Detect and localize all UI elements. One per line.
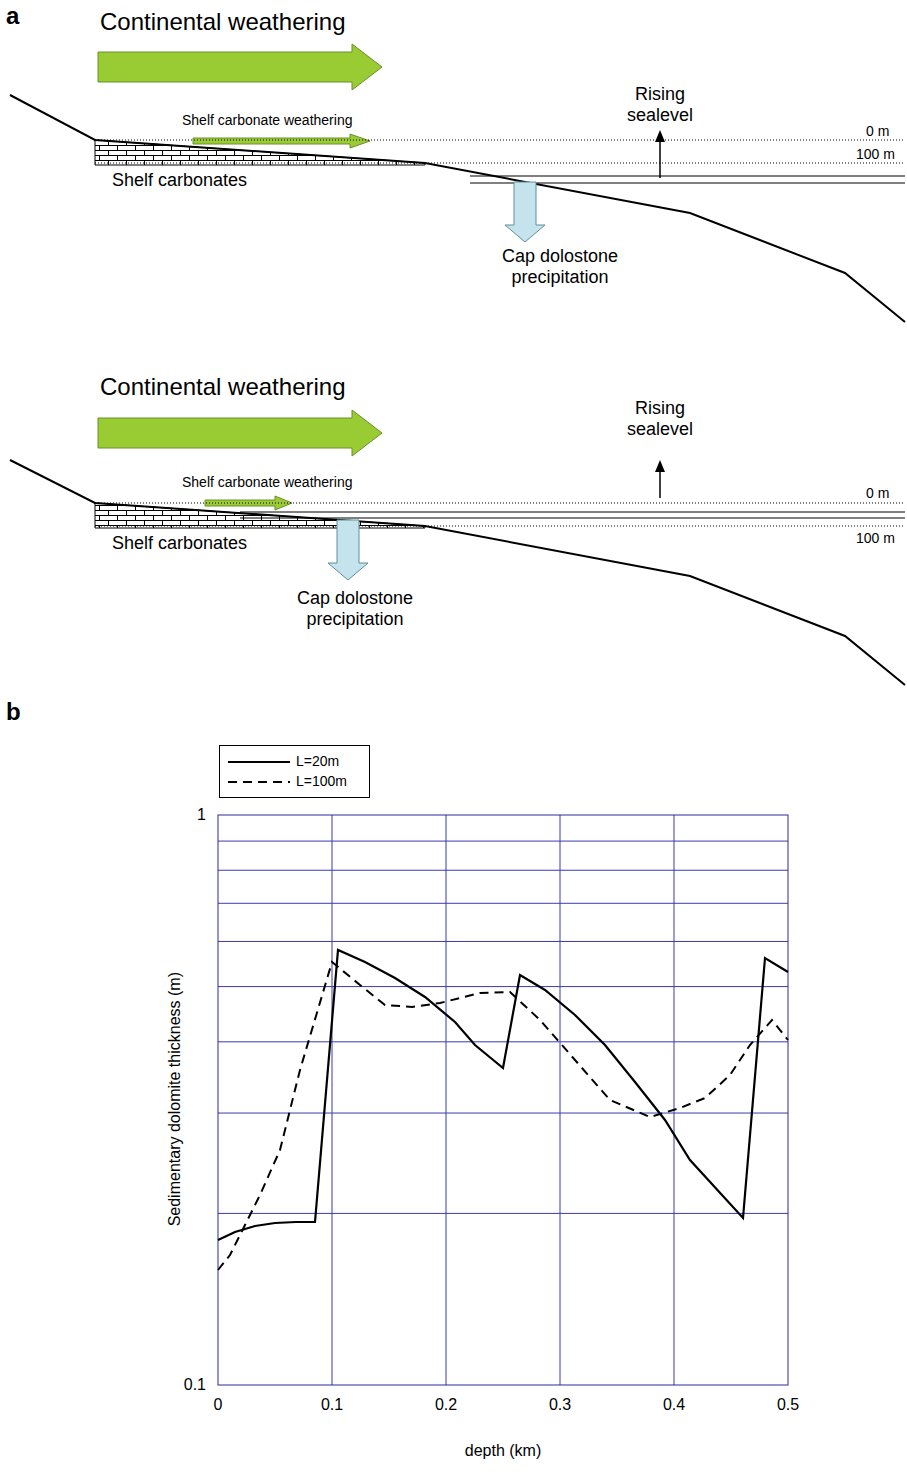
grid-line: [560, 815, 561, 1385]
grid-line: [218, 903, 788, 904]
unit-label: Shelf carbonates: [112, 170, 312, 191]
rising-arrow: [659, 140, 661, 178]
slope-profile: [10, 460, 905, 685]
sea-level-line: [240, 518, 905, 519]
tick-label: 0.5: [768, 1396, 808, 1414]
rising-arrow-head: [655, 460, 665, 472]
depth-label: 0 m: [866, 485, 906, 501]
grid-line: [674, 815, 675, 1385]
grid-line: [218, 1113, 788, 1114]
legend-label: L=20m: [296, 754, 339, 769]
tick-label: 0.1: [312, 1396, 352, 1414]
series-l100: [218, 962, 788, 1270]
process-label: Rising sealevel: [615, 398, 705, 439]
depth-label: 100 m: [856, 530, 906, 546]
axis-title: Sedimentary dolomite thickness (m): [166, 949, 184, 1249]
depth-label: 100 m: [856, 146, 906, 162]
process-label: Cap dolostone precipitation: [275, 588, 435, 629]
tick-label: 0.4: [654, 1396, 694, 1414]
legend-sample: [228, 781, 290, 783]
sea-level-line: [240, 512, 905, 513]
tick-label: 0: [198, 1396, 238, 1414]
grid-line: [446, 815, 447, 1385]
rising-arrow-head: [655, 130, 665, 142]
unit-label: Shelf carbonates: [112, 533, 312, 554]
plot-frame: [218, 815, 788, 1385]
chart-grid: [218, 815, 788, 1385]
tick-label: 0.2: [426, 1396, 466, 1414]
process-label: Rising sealevel: [615, 84, 705, 125]
tick-label: 1: [160, 806, 206, 824]
process-label: Shelf carbonate weathering: [182, 112, 442, 128]
continental-arrow: [98, 44, 382, 90]
tick-label: 0.3: [540, 1396, 580, 1414]
axis-title: depth (km): [403, 1442, 603, 1460]
legend-sample: [228, 761, 290, 763]
sea-level-100m: [95, 526, 905, 527]
process-label: Continental weathering: [100, 373, 420, 401]
panel-lower: [10, 410, 905, 685]
series-l20: [218, 950, 788, 1240]
legend-label: L=100m: [296, 774, 347, 789]
grid-line: [218, 841, 788, 842]
sea-level-line: [470, 176, 905, 177]
sea-level-0m: [95, 503, 905, 504]
depth-label: 0 m: [866, 123, 906, 139]
legend-box: [220, 746, 370, 798]
rising-arrow: [659, 470, 661, 498]
slope-profile: [10, 95, 905, 322]
cap-dolostone-arrow: [505, 182, 545, 242]
grid-line: [218, 941, 788, 942]
panel-letter: a: [6, 2, 36, 30]
panel-letter: b: [6, 698, 36, 726]
grid-line: [218, 986, 788, 987]
process-label: Shelf carbonate weathering: [182, 474, 442, 490]
process-label: Cap dolostone precipitation: [480, 246, 640, 287]
shelf-weathering-arrow: [193, 134, 370, 148]
panel-upper: [10, 44, 905, 322]
grid-line: [218, 870, 788, 871]
grid-line: [218, 1041, 788, 1042]
grid-line: [218, 1213, 788, 1214]
tick-label: 0.1: [160, 1376, 206, 1394]
process-label: Continental weathering: [100, 8, 420, 36]
cap-dolostone-arrow: [328, 520, 368, 580]
sea-level-100m: [95, 163, 905, 164]
sea-level-0m: [95, 140, 905, 141]
grid-line: [332, 815, 333, 1385]
continental-arrow: [98, 410, 382, 456]
